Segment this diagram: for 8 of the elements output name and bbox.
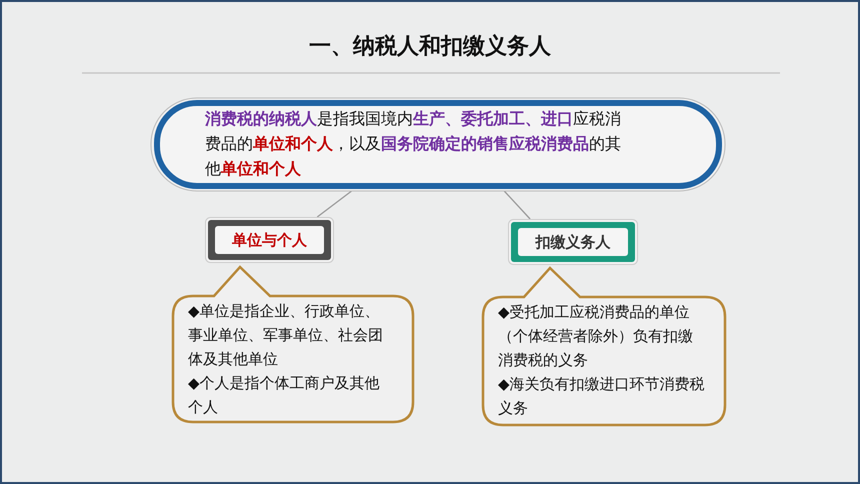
category-box: 单位与个人 (205, 217, 334, 263)
callout-bubble: ◆单位是指企业、行政单位、事业单位、军事单位、社会团体及其他单位 ◆个人是指个体工商户及其他个人 (172, 266, 414, 423)
slide-title: 一、纳税人和扣缴义务人 (308, 33, 552, 61)
callout-bubble: ◆受托加工应税消费品的单位（个体经营者除外）负有扣缴消费税的义务 ◆海关负有扣缴进口环节消费税义务 (482, 267, 726, 426)
category-box: 扣缴义务人 (508, 219, 638, 265)
connector-line (504, 190, 531, 220)
definition-box: 消费税的纳税人是指我国境内生产、委托加工、进口应税消费品的单位和个人，以及国务院确定的销售应税消费品的其他单位和个人 (150, 97, 726, 192)
connector-line (316, 190, 352, 218)
